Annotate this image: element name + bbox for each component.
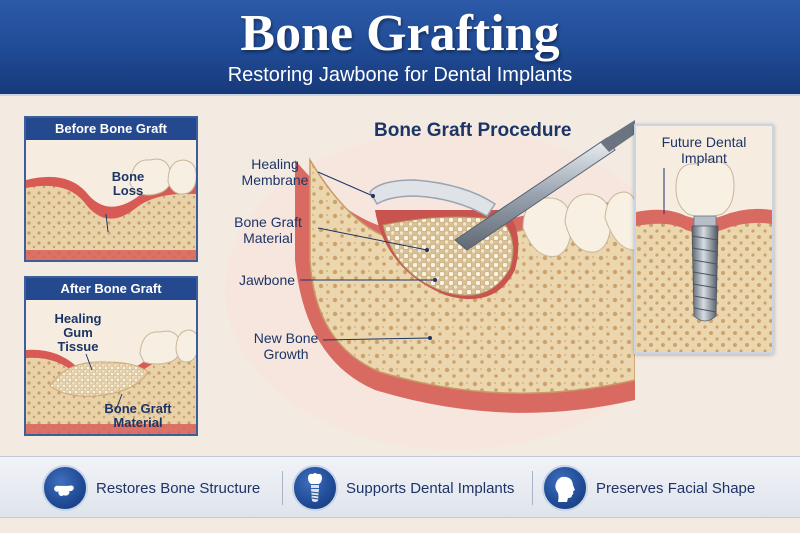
before-graft-illustration — [26, 140, 196, 260]
healing-membrane — [369, 179, 497, 217]
face-profile-icon — [542, 465, 588, 511]
benefit-item: Preserves Facial Shape — [542, 465, 755, 511]
divider — [282, 471, 283, 505]
healing-gum-label: Healing Gum Tissue — [54, 311, 102, 354]
page-subtitle: Restoring Jawbone for Dental Implants — [227, 64, 573, 86]
after-graft-title: After Bone Graft — [26, 278, 196, 300]
footer-strip — [0, 519, 800, 533]
future-implant-panel: Future Dental Implant — [634, 124, 774, 354]
page-title: Bone Grafting — [240, 5, 560, 62]
jawbone-callout: Jawbone — [238, 272, 296, 288]
implant-illustration — [636, 126, 772, 352]
graft-instrument — [454, 137, 616, 251]
bone-icon — [42, 465, 88, 511]
benefit-item: Restores Bone Structure — [42, 465, 260, 511]
header-banner: Bone Grafting Restoring Jawbone for Dent… — [0, 0, 800, 96]
divider — [532, 471, 533, 505]
implant-icon — [292, 465, 338, 511]
benefit-label: Supports Dental Implants — [346, 479, 515, 497]
after-graft-panel: After Bone Graft Healing Gum Tissue Bone… — [24, 276, 198, 436]
benefit-label: Preserves Facial Shape — [596, 479, 756, 497]
graft-mound — [49, 361, 149, 397]
before-graft-panel: Before Bone Graft Bone Loss — [24, 116, 198, 262]
implant-panel-title: Future Dental Implant — [661, 134, 747, 166]
benefit-item: Supports Dental Implants — [292, 465, 514, 511]
procedure-illustration — [225, 120, 635, 450]
procedure-title: Bone Graft Procedure — [374, 120, 572, 141]
after-graft-illustration — [26, 300, 196, 434]
benefit-label: Restores Bone Structure — [96, 479, 261, 497]
bone-loss-label: Bone Loss — [111, 169, 145, 198]
benefits-bar: Restores Bone Structure Supports Dental … — [0, 456, 800, 518]
new-bone-callout: New Bone Growth — [253, 330, 319, 362]
graft-material-label: Bone Graft Material — [104, 401, 172, 430]
implant-crown — [675, 158, 735, 218]
membrane-callout: Healing Membrane — [241, 156, 309, 188]
graft-callout: Bone Graft Material — [234, 214, 302, 246]
before-graft-title: Before Bone Graft — [26, 118, 196, 140]
